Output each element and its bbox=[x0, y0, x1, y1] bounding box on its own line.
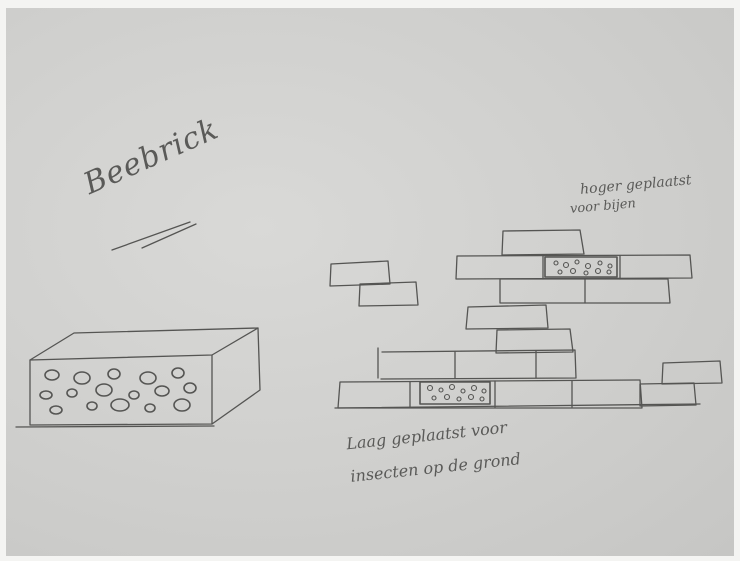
brick-wall-drawing bbox=[330, 230, 722, 408]
bee-brick-drawing bbox=[16, 328, 260, 427]
title-underline bbox=[112, 222, 196, 250]
bee-brick-low-holes bbox=[428, 385, 487, 402]
bee-brick-high-holes bbox=[554, 260, 612, 275]
brick-holes bbox=[40, 368, 196, 414]
bee-brick-high bbox=[545, 257, 617, 277]
